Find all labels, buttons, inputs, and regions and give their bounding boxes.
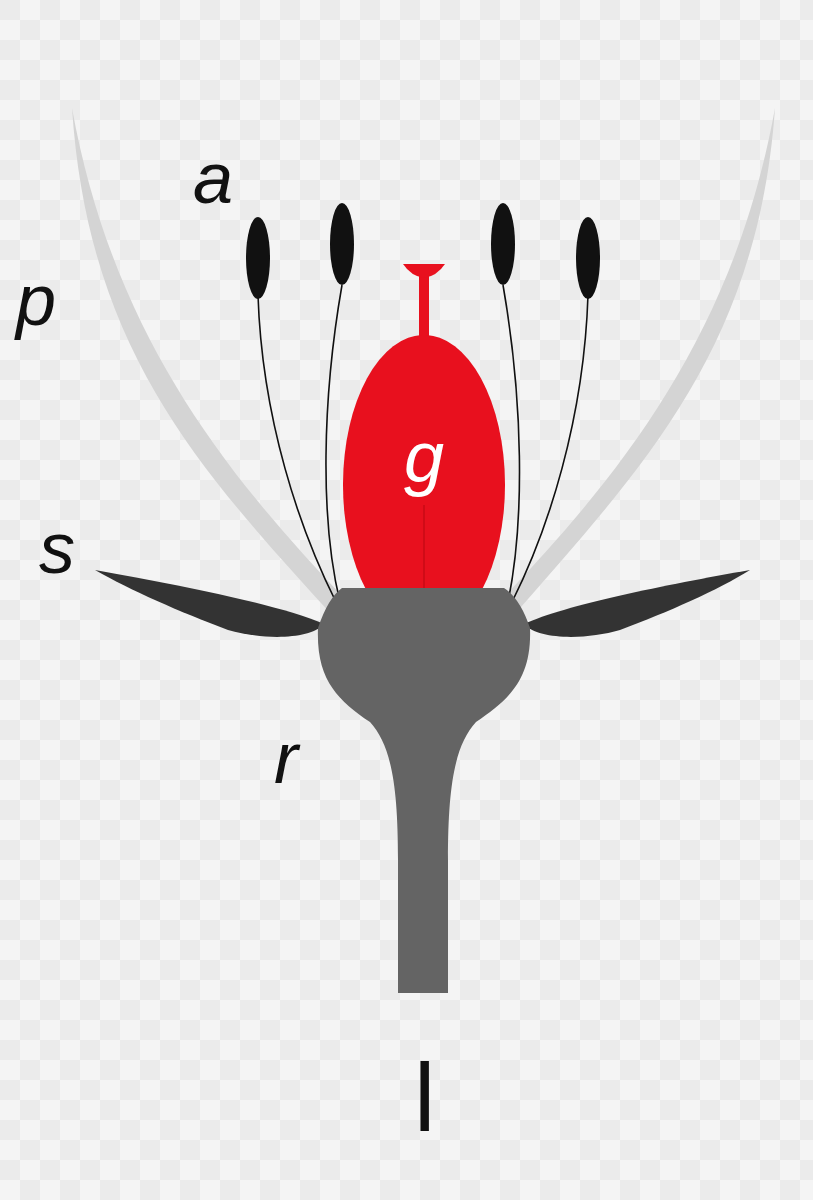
style <box>419 270 429 342</box>
part-label: p <box>16 264 56 336</box>
part-label: r <box>274 722 298 794</box>
part-label: s <box>39 512 75 584</box>
petal <box>503 108 775 615</box>
petal <box>72 108 344 615</box>
sepal <box>95 570 324 637</box>
gynoecium-shape: g <box>343 335 505 590</box>
stigma <box>403 264 445 278</box>
receptacle <box>318 588 530 993</box>
sepal <box>524 570 750 637</box>
part-label: a <box>193 142 233 214</box>
part-letter: g <box>404 421 444 493</box>
part-label: l <box>414 1050 435 1146</box>
